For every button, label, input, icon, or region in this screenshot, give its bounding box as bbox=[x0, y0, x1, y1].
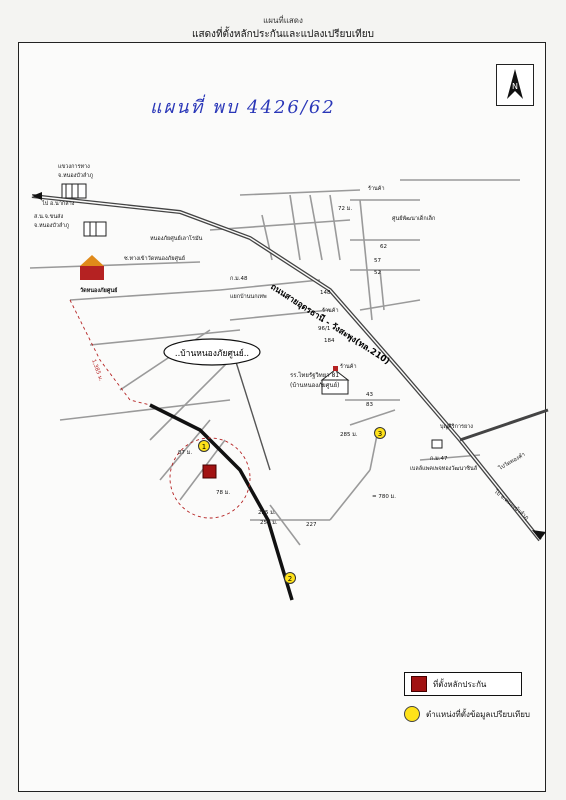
svg-text:52: 52 bbox=[374, 270, 381, 276]
collateral-swatch bbox=[411, 676, 427, 692]
village-label: ..บ้านหนองภัยศูนย์.. bbox=[175, 348, 249, 359]
svg-text:1,385 ม.: 1,385 ม. bbox=[90, 359, 104, 383]
north-arrow-icon: N bbox=[507, 69, 523, 99]
svg-text:ร้านค้า: ร้านค้า bbox=[322, 307, 339, 314]
svg-text:57: 57 bbox=[374, 258, 381, 264]
svg-text:ก.ม.47: ก.ม.47 bbox=[430, 456, 448, 462]
svg-text:หนองภัยศูนย์เลาโรมัน: หนองภัยศูนย์เลาโรมัน bbox=[150, 234, 203, 242]
svg-text:3: 3 bbox=[378, 430, 382, 438]
svg-text:250 ม.: 250 ม. bbox=[260, 520, 278, 526]
svg-text:ก.ม.48: ก.ม.48 bbox=[230, 276, 248, 282]
svg-text:= 780 ม.: = 780 ม. bbox=[372, 494, 396, 500]
page-title: แสดงที่ตั้งหลักประกันและแปลงเปรียบเทียบ bbox=[192, 29, 374, 40]
svg-text:2: 2 bbox=[288, 575, 292, 583]
svg-text:ร้านค้า: ร้านค้า bbox=[340, 363, 357, 370]
school-icon bbox=[320, 366, 350, 395]
comparison-pin-1 bbox=[198, 440, 210, 452]
temple-icon bbox=[80, 255, 104, 280]
government-building-icon bbox=[61, 183, 87, 199]
svg-text:96/1: 96/1 bbox=[318, 326, 330, 332]
svg-text:87 ม.: 87 ม. bbox=[178, 450, 192, 456]
office-building-icon bbox=[83, 221, 107, 237]
svg-text:ศูนย์พัฒนาเด็กเล็ก: ศูนย์พัฒนาเด็กเล็ก bbox=[392, 214, 435, 222]
legend-comparison: ตำแหน่งที่ตั้งข้อมูลเปรียบเทียบ bbox=[404, 706, 530, 722]
svg-text:ไปวัดทองคำ: ไปวัดทองคำ bbox=[497, 451, 527, 472]
map-sheet bbox=[18, 42, 546, 792]
svg-text:ไป อ.นากลาง: ไป อ.นากลาง bbox=[41, 200, 75, 207]
svg-text:72 ม.: 72 ม. bbox=[338, 206, 352, 212]
svg-text:(บ้านหนองภัยศูนย์): (บ้านหนองภัยศูนย์) bbox=[290, 381, 339, 389]
compass: N bbox=[496, 64, 534, 106]
svg-text:225 ม.: 225 ม. bbox=[258, 510, 276, 516]
legend-collateral: ที่ตั้งหลักประกัน bbox=[404, 672, 522, 696]
svg-text:227: 227 bbox=[306, 522, 317, 528]
svg-text:43: 43 bbox=[366, 392, 373, 398]
svg-text:รร.ไทยรัฐวิทยา 81: รร.ไทยรัฐวิทยา 81 bbox=[290, 371, 339, 379]
legend-collateral-label: ที่ตั้งหลักประกัน bbox=[433, 679, 487, 689]
shop-icon bbox=[431, 439, 443, 449]
svg-text:1: 1 bbox=[202, 443, 206, 451]
comparison-pin-3 bbox=[374, 427, 386, 439]
svg-text:จ.หนองบัวลำภู: จ.หนองบัวลำภู bbox=[58, 172, 93, 179]
svg-text:62: 62 bbox=[380, 244, 387, 250]
svg-text:ซ.ทางเข้าวัดหนองภัยศูนย์: ซ.ทางเข้าวัดหนองภัยศูนย์ bbox=[124, 255, 185, 262]
svg-text:ไป จ.หนองบัวลำภู: ไป จ.หนองบัวลำภู bbox=[492, 488, 531, 522]
svg-text:78 ม.: 78 ม. bbox=[216, 490, 230, 496]
svg-text:จ.หนองบัวลำภู: จ.หนองบัวลำภู bbox=[34, 222, 69, 229]
svg-text:บุญศิริการยาง: บุญศิริการยาง bbox=[440, 423, 473, 430]
compass-label: N bbox=[512, 82, 518, 91]
comparison-swatch bbox=[404, 706, 420, 722]
svg-text:184: 184 bbox=[324, 338, 335, 344]
legend-comparison-label: ตำแหน่งที่ตั้งข้อมูลเปรียบเทียบ bbox=[426, 709, 530, 719]
header-top: แผนที่แสดง bbox=[263, 16, 303, 25]
svg-text:เบลล์แพคเพจทองวัฒนาซินส์: เบลล์แพคเพจทองวัฒนาซินส์ bbox=[410, 465, 478, 472]
highway-office-label: แขวงการทาง bbox=[58, 164, 90, 170]
handwritten-reference: แผนที่ พบ 4426/62 bbox=[150, 97, 336, 118]
svg-text:ร้านค้า: ร้านค้า bbox=[368, 185, 385, 192]
svg-text:ส.น.จ.ขนส่ง: ส.น.จ.ขนส่ง bbox=[34, 213, 63, 220]
comparison-pin-2 bbox=[284, 572, 296, 584]
collateral-marker bbox=[202, 464, 217, 479]
svg-text:285 ม.: 285 ม. bbox=[340, 432, 358, 438]
temple-label: วัดหนองภัยศูนย์ bbox=[80, 287, 117, 295]
svg-text:แยกบ้านนกเทพ: แยกบ้านนกเทพ bbox=[230, 293, 267, 300]
svg-text:148: 148 bbox=[320, 290, 331, 296]
svg-text:83: 83 bbox=[366, 402, 373, 408]
